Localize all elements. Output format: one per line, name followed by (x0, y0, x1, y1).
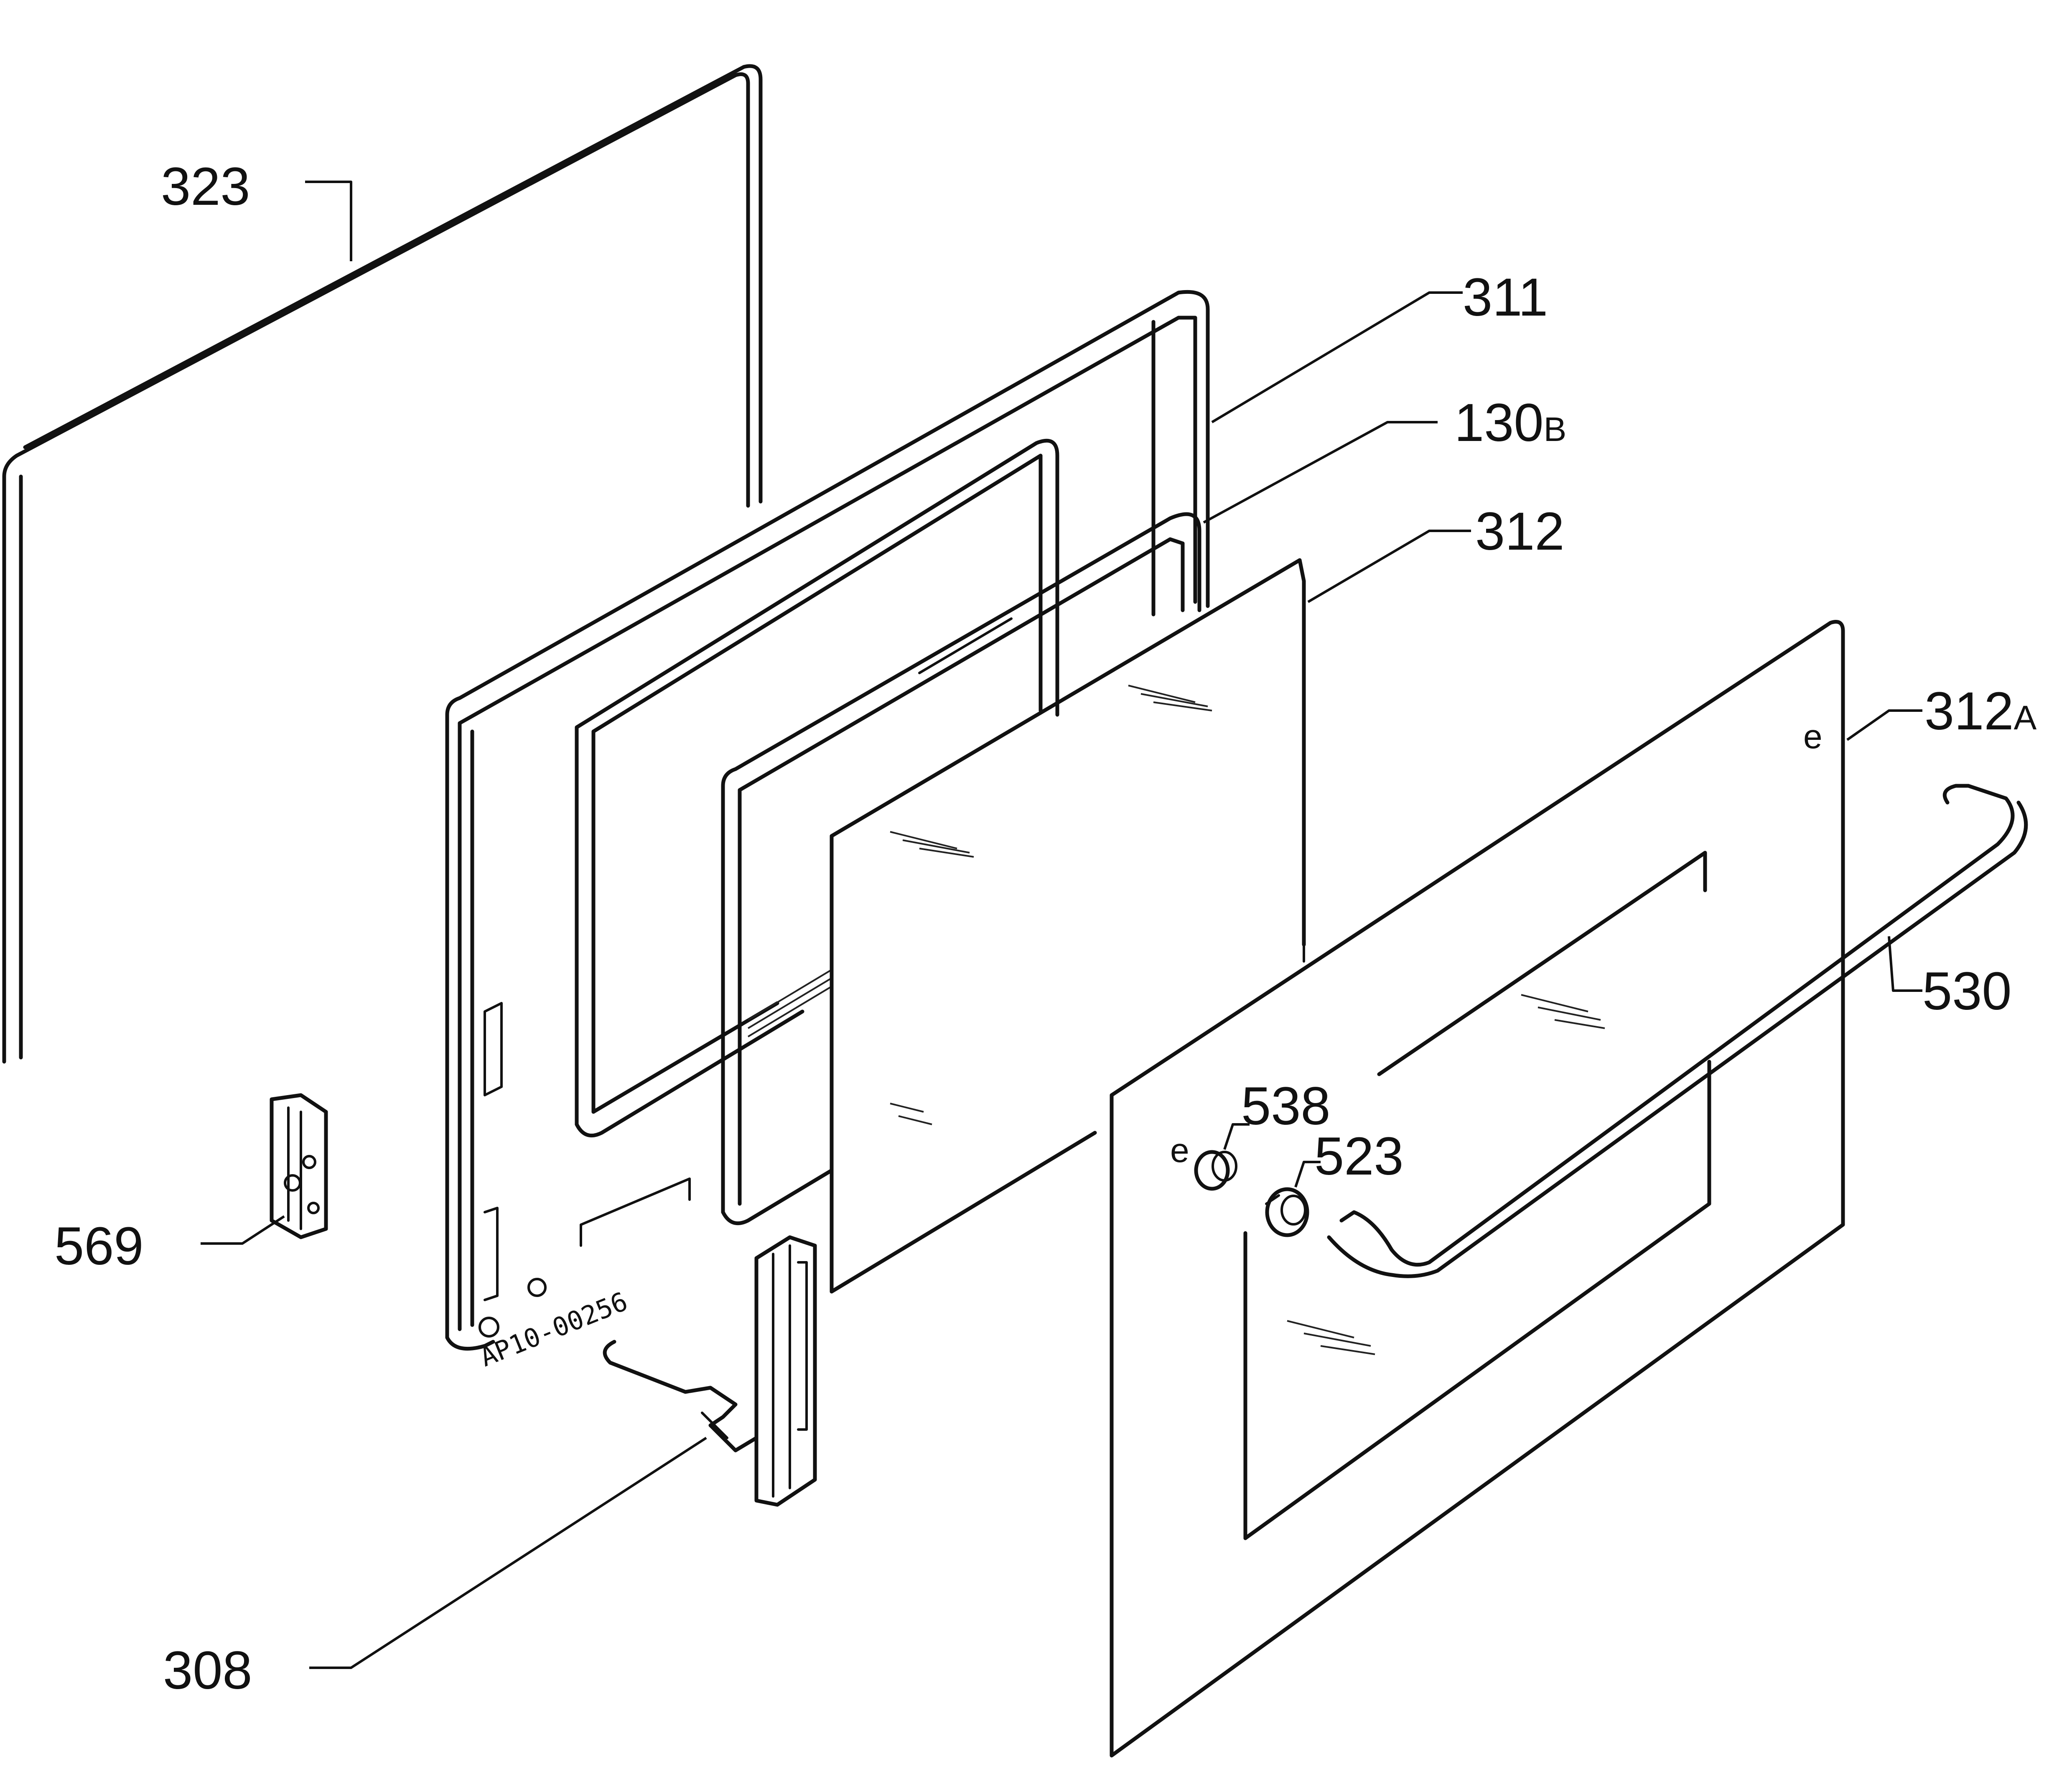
label-323: 323 (161, 157, 250, 217)
label-308: 308 (163, 1641, 252, 1700)
label-530: 530 (1922, 961, 2012, 1021)
spacer-523 (1265, 1187, 1309, 1237)
hinge-assembly-308 (603, 1235, 817, 1507)
leader-569 (201, 1215, 285, 1245)
leader-311 (1211, 291, 1463, 423)
inner-glass-panel-312 (830, 558, 1306, 1294)
svg-text:e: e (1170, 1131, 1189, 1170)
label-523: 523 (1314, 1126, 1404, 1186)
hinge-bracket-569 (270, 1093, 328, 1239)
leader-308 (309, 1437, 707, 1669)
glass-seal-frame-130B (721, 512, 1201, 1226)
leader-130B (1203, 421, 1438, 524)
label-538: 538 (1241, 1076, 1331, 1136)
label-312A: 312A (1924, 681, 2037, 741)
label-130B: 130B (1454, 393, 1566, 453)
door-handle-530 (1327, 784, 2028, 1278)
leader-312A (1846, 709, 1922, 741)
label-312: 312 (1475, 502, 1565, 561)
leader-323 (305, 181, 352, 261)
leader-312 (1307, 530, 1471, 603)
outer-glass-panel-312A: e e (1110, 620, 1845, 1758)
part-labels: 323 311 130B 312 312A 530 538 523 569 30… (54, 157, 2037, 1700)
leader-lines (201, 181, 1922, 1669)
inner-glass-frame (575, 438, 1059, 1138)
door-seal-323 (2, 64, 763, 1064)
label-311: 311 (1463, 268, 1548, 327)
svg-text:e: e (1803, 718, 1823, 756)
leader-530 (1888, 936, 1922, 992)
inner-door-frame-311 (445, 290, 1210, 1351)
label-569: 569 (54, 1216, 144, 1276)
bushing-538 (1194, 1150, 1237, 1191)
leader-538 (1223, 1123, 1250, 1150)
leader-523 (1294, 1161, 1321, 1188)
